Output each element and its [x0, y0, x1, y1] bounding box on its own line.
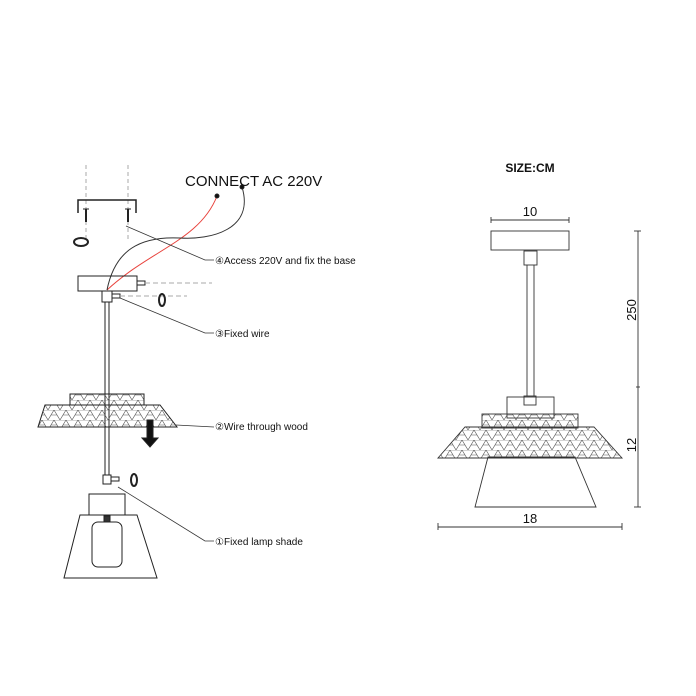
screw-icon [125, 208, 131, 222]
wood-shade [37, 404, 179, 428]
shade-clamp [102, 474, 112, 485]
wire-end [239, 184, 245, 190]
wood-shade [437, 426, 624, 459]
dimension-drawing [437, 217, 641, 530]
step-1-label: ①Fixed lamp shade [215, 537, 303, 548]
arrow-down-icon [140, 419, 160, 448]
screw-icon [83, 208, 89, 222]
lamp-height-dimension: 12 [624, 438, 639, 452]
live-wire [106, 195, 218, 291]
rotate-icon [130, 473, 138, 487]
wood-shade-top [481, 413, 579, 429]
bulb-socket [103, 515, 111, 523]
step-2-label: ②Wire through wood [215, 422, 308, 433]
rotate-icon [158, 293, 166, 307]
screw-icon [111, 293, 121, 299]
rotate-icon [73, 237, 89, 247]
step-4-label: ④Access 220V and fix the base [215, 256, 356, 267]
screw-icon [110, 476, 120, 482]
installation-steps [37, 165, 245, 579]
mounting-bracket [77, 199, 137, 213]
total-height-dimension: 250 [624, 299, 639, 321]
step-3-label: ③Fixed wire [215, 329, 270, 340]
leader-lines [117, 225, 215, 542]
wire-end [214, 193, 220, 199]
wire-clamp [101, 290, 113, 303]
connect-ac-title: CONNECT AC 220V [185, 173, 322, 190]
lamp-shade [474, 456, 597, 508]
ceiling-base [490, 230, 570, 251]
neutral-wire [106, 186, 245, 291]
bulb [91, 521, 123, 568]
screw-icon [136, 280, 146, 286]
base-width-dimension: 10 [523, 204, 537, 219]
wood-shade-top [69, 393, 145, 406]
lamp-width-dimension: 18 [523, 511, 537, 526]
lamp-shade [63, 514, 158, 579]
size-unit-label: SIZE:CM [505, 161, 554, 175]
lamp-holder [88, 493, 126, 516]
